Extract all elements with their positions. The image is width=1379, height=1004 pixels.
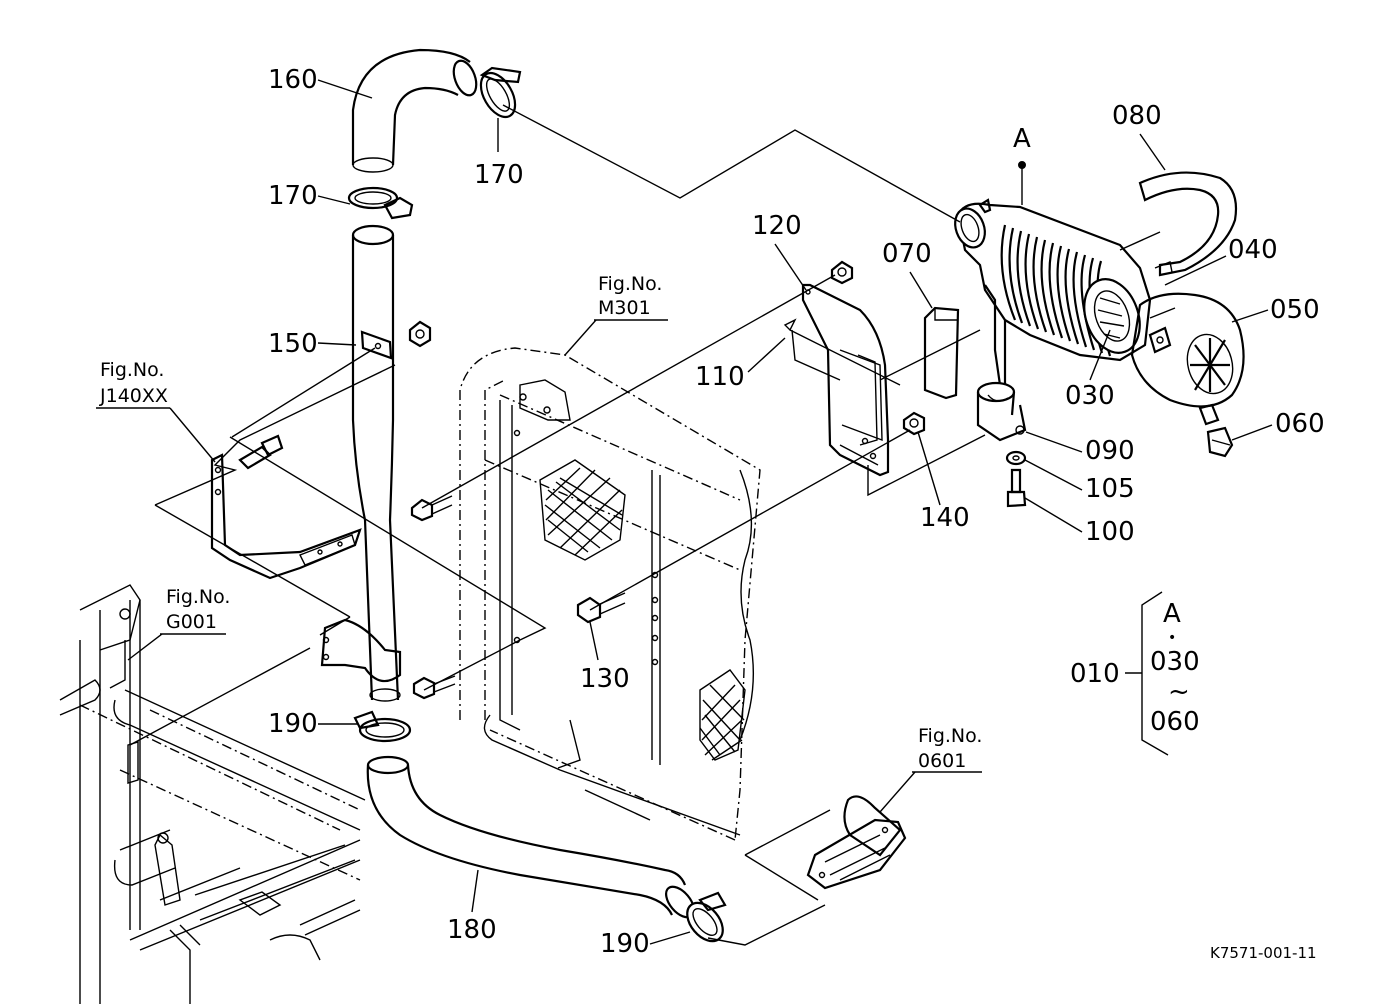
part-label-070: 070 [882,239,933,309]
svg-text:170: 170 [474,160,524,190]
nut-120 [830,260,854,285]
svg-text:050: 050 [1270,295,1320,325]
clamp-170-top [479,66,522,119]
part-label-090: 090 [1025,431,1135,466]
bolt-130-upper [410,495,453,522]
svg-text:~: ~ [1168,677,1190,707]
svg-text:G001: G001 [166,611,217,633]
svg-text:•: • [1168,630,1176,646]
svg-text:030: 030 [1150,647,1200,677]
svg-text:080: 080 [1112,101,1162,131]
svg-text:090: 090 [1085,436,1135,466]
bracket-120 [801,283,890,477]
part-label-060: 060 [1231,409,1325,441]
part-label-030: 030 [1065,329,1115,411]
muffler-0601 [806,795,907,890]
part-label-190-middle: 190 [268,709,358,739]
fig-ref-j140xx[interactable]: Fig.No. J140XX [96,359,216,463]
part-label-130: 130 [580,621,630,694]
svg-text:010: 010 [1070,659,1120,689]
part-label-180: 180 [447,869,497,945]
svg-text:060: 060 [1275,409,1325,439]
air-cleaner-assembly [954,198,1245,458]
part-label-150: 150 [268,329,357,359]
svg-text:070: 070 [882,239,932,269]
drawing-code: K7571-001-11 [1210,944,1317,962]
svg-text:160: 160 [268,65,318,95]
part-label-080: 080 [1112,101,1166,171]
band-080 [1138,171,1238,277]
hose-180 [366,755,695,919]
svg-text:130: 130 [580,664,630,694]
nut-140 [902,411,926,436]
fig-ref-g001[interactable]: Fig.No. G001 [127,586,230,661]
svg-text:150: 150 [268,329,318,359]
pad-070 [923,306,960,400]
svg-text:110: 110 [695,362,745,392]
fig-ref-0601[interactable]: Fig.No. 0601 [879,725,982,813]
svg-text:030: 030 [1065,381,1115,411]
hose-160 [351,48,478,173]
svg-text:Fig.No.: Fig.No. [918,725,982,747]
svg-text:060: 060 [1150,707,1200,737]
svg-text:0601: 0601 [918,750,966,772]
svg-text:105: 105 [1085,474,1135,504]
assembly-legend: 010 A • 030 ~ 060 [1070,591,1200,756]
clamp-190-middle [353,710,412,743]
svg-text:Fig.No.: Fig.No. [598,273,662,295]
part-label-050: 050 [1231,295,1320,325]
svg-text:180: 180 [447,915,497,945]
pipe-150 [320,224,402,702]
clamp-170-left [347,186,414,220]
part-label-190-bottom: 190 [600,929,691,959]
part-label-140: 140 [917,431,970,533]
part-label-160: 160 [268,65,373,99]
clip-110 [783,318,841,381]
svg-text:170: 170 [268,181,318,211]
svg-text:M301: M301 [598,297,651,319]
svg-text:140: 140 [920,503,970,533]
part-label-105: 105 [1024,459,1135,504]
radiator-frame-outline [459,347,761,841]
nut-150 [408,320,432,348]
bolt-j140 [238,434,284,470]
bolt-100 [1006,468,1027,508]
svg-text:Fig.No.: Fig.No. [166,586,230,608]
svg-text:040: 040 [1228,235,1278,265]
mount-bracket [210,453,362,580]
part-label-170-top: 170 [474,118,524,190]
svg-text:190: 190 [268,709,318,739]
marker-a-label: A [1013,124,1031,154]
part-label-100: 100 [1024,497,1135,547]
part-label-170-left: 170 [268,181,351,211]
fig-ref-m301[interactable]: Fig.No. M301 [564,273,668,356]
clamp-190-bottom [686,891,727,943]
connection-lines [129,104,1176,946]
part-label-120: 120 [752,211,807,291]
svg-text:190: 190 [600,929,650,959]
svg-text:A: A [1163,599,1181,629]
mesh-screen-lower [699,669,746,761]
svg-text:Fig.No.: Fig.No. [100,359,164,381]
svg-text:J140XX: J140XX [99,385,168,407]
washer-105 [1005,450,1027,466]
part-label-110: 110 [695,337,786,392]
lower-left-frame [59,584,366,1004]
assembly-marker: A [1013,124,1031,205]
svg-text:120: 120 [752,211,802,241]
bolt-130-lower [412,675,456,700]
mesh-screen-upper [539,459,626,561]
leader-box-j140 [154,364,547,641]
part-label-040: 040 [1164,235,1278,286]
svg-text:100: 100 [1085,517,1135,547]
bolt-130-middle [576,592,626,624]
